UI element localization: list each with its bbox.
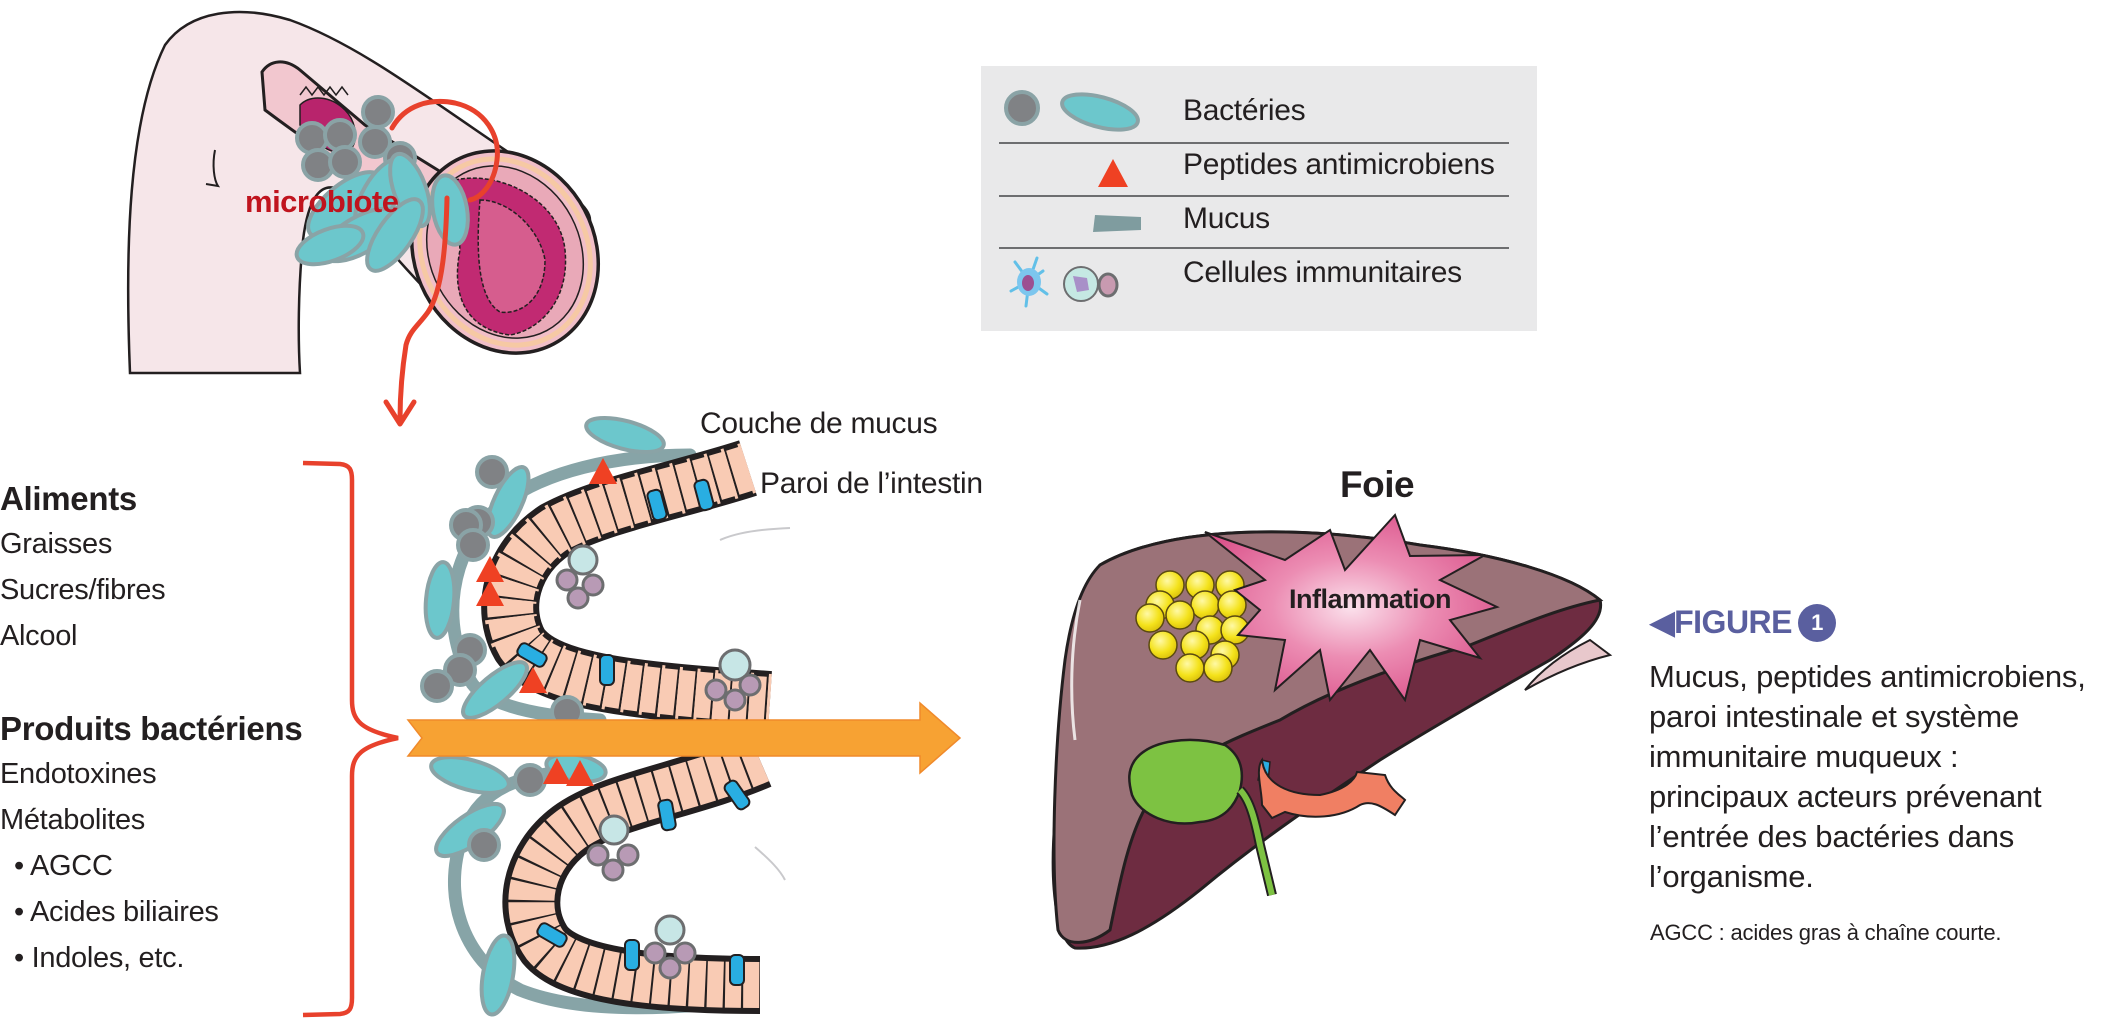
list-subitem: • Indoles, etc. [14, 942, 185, 974]
legend-divider [999, 142, 1509, 144]
figure-number-badge: 1 [1798, 604, 1836, 642]
caption-line: l’organisme. [1649, 859, 1814, 894]
caption-line: l’entrée des bactéries dans [1649, 819, 2015, 854]
mucus-layer-label: Couche de mucus [700, 407, 938, 440]
intestinal-wall-label: Paroi de l’intestin [760, 467, 983, 500]
legend-divider [999, 195, 1509, 197]
group-heading-food: Aliments [0, 480, 137, 517]
legend-label-immune-cells: Cellules immunitaires [1183, 256, 1462, 289]
immune-cell-clusters [555, 544, 762, 980]
legend-label-peptides: Peptides antimicrobiens [1183, 148, 1495, 181]
fat-droplets [1135, 570, 1250, 683]
triangle-left-icon: ◀ [1650, 604, 1675, 640]
goblet-cells [516, 478, 751, 986]
legend-label-bacteria: Bactéries [1183, 94, 1306, 127]
immune-cells-icon [1009, 256, 1119, 308]
liver-illustration [1051, 513, 1613, 950]
caption-line: paroi intestinale et système [1649, 699, 2020, 734]
intestinal-wall-illustration [420, 415, 791, 1017]
arrowhead-down-icon [383, 399, 417, 427]
gallbladder [1128, 738, 1244, 825]
figure-footnote: AGCC : acides gras à chaîne courte. [1650, 920, 2002, 945]
caption-line: principaux acteurs prévenant [1649, 779, 2042, 814]
list-item: Graisses [0, 528, 113, 560]
mucus-icon [1093, 215, 1141, 232]
inputs-bracket [302, 460, 399, 1018]
list-item: Endotoxines [0, 758, 157, 790]
inflammation-label: Inflammation [1289, 584, 1452, 614]
list-item: Alcool [0, 620, 78, 652]
microbiota-arrow [389, 98, 500, 423]
list-subitem: • Acides biliaires [14, 896, 219, 928]
legend-label-mucus: Mucus [1183, 202, 1270, 235]
legend-divider [999, 247, 1509, 249]
figure-label: FIGURE [1674, 604, 1792, 640]
antimicrobial-peptide-icon [1098, 159, 1128, 187]
legend-box: Bactéries Peptides antimicrobiens Mucus … [981, 66, 1537, 331]
figure-caption: Mucus, peptides antimicrobiens, paroi in… [1649, 657, 2086, 897]
microbiota-label: microbiote [245, 184, 399, 219]
list-item: Métabolites [0, 804, 145, 836]
caption-line: Mucus, peptides antimicrobiens, [1649, 659, 2086, 694]
antimicrobial-peptides [476, 458, 617, 786]
intestine-illustration [126, 10, 601, 427]
liver-title: Foie [1340, 464, 1415, 505]
legend-icons [1004, 90, 1141, 308]
bacteria-icon [1004, 90, 1140, 132]
translocation-arrow [406, 701, 962, 775]
list-item: Sucres/fibres [0, 574, 166, 606]
portal-vessel [1257, 757, 1407, 820]
group-heading-bacterial-products: Produits bactériens [0, 710, 303, 747]
list-subitem: • AGCC [14, 850, 113, 882]
inflammation-burst [1204, 513, 1500, 703]
microbiota-cluster [294, 95, 470, 273]
caption-line: immunitaire muqueux : [1649, 739, 1959, 774]
